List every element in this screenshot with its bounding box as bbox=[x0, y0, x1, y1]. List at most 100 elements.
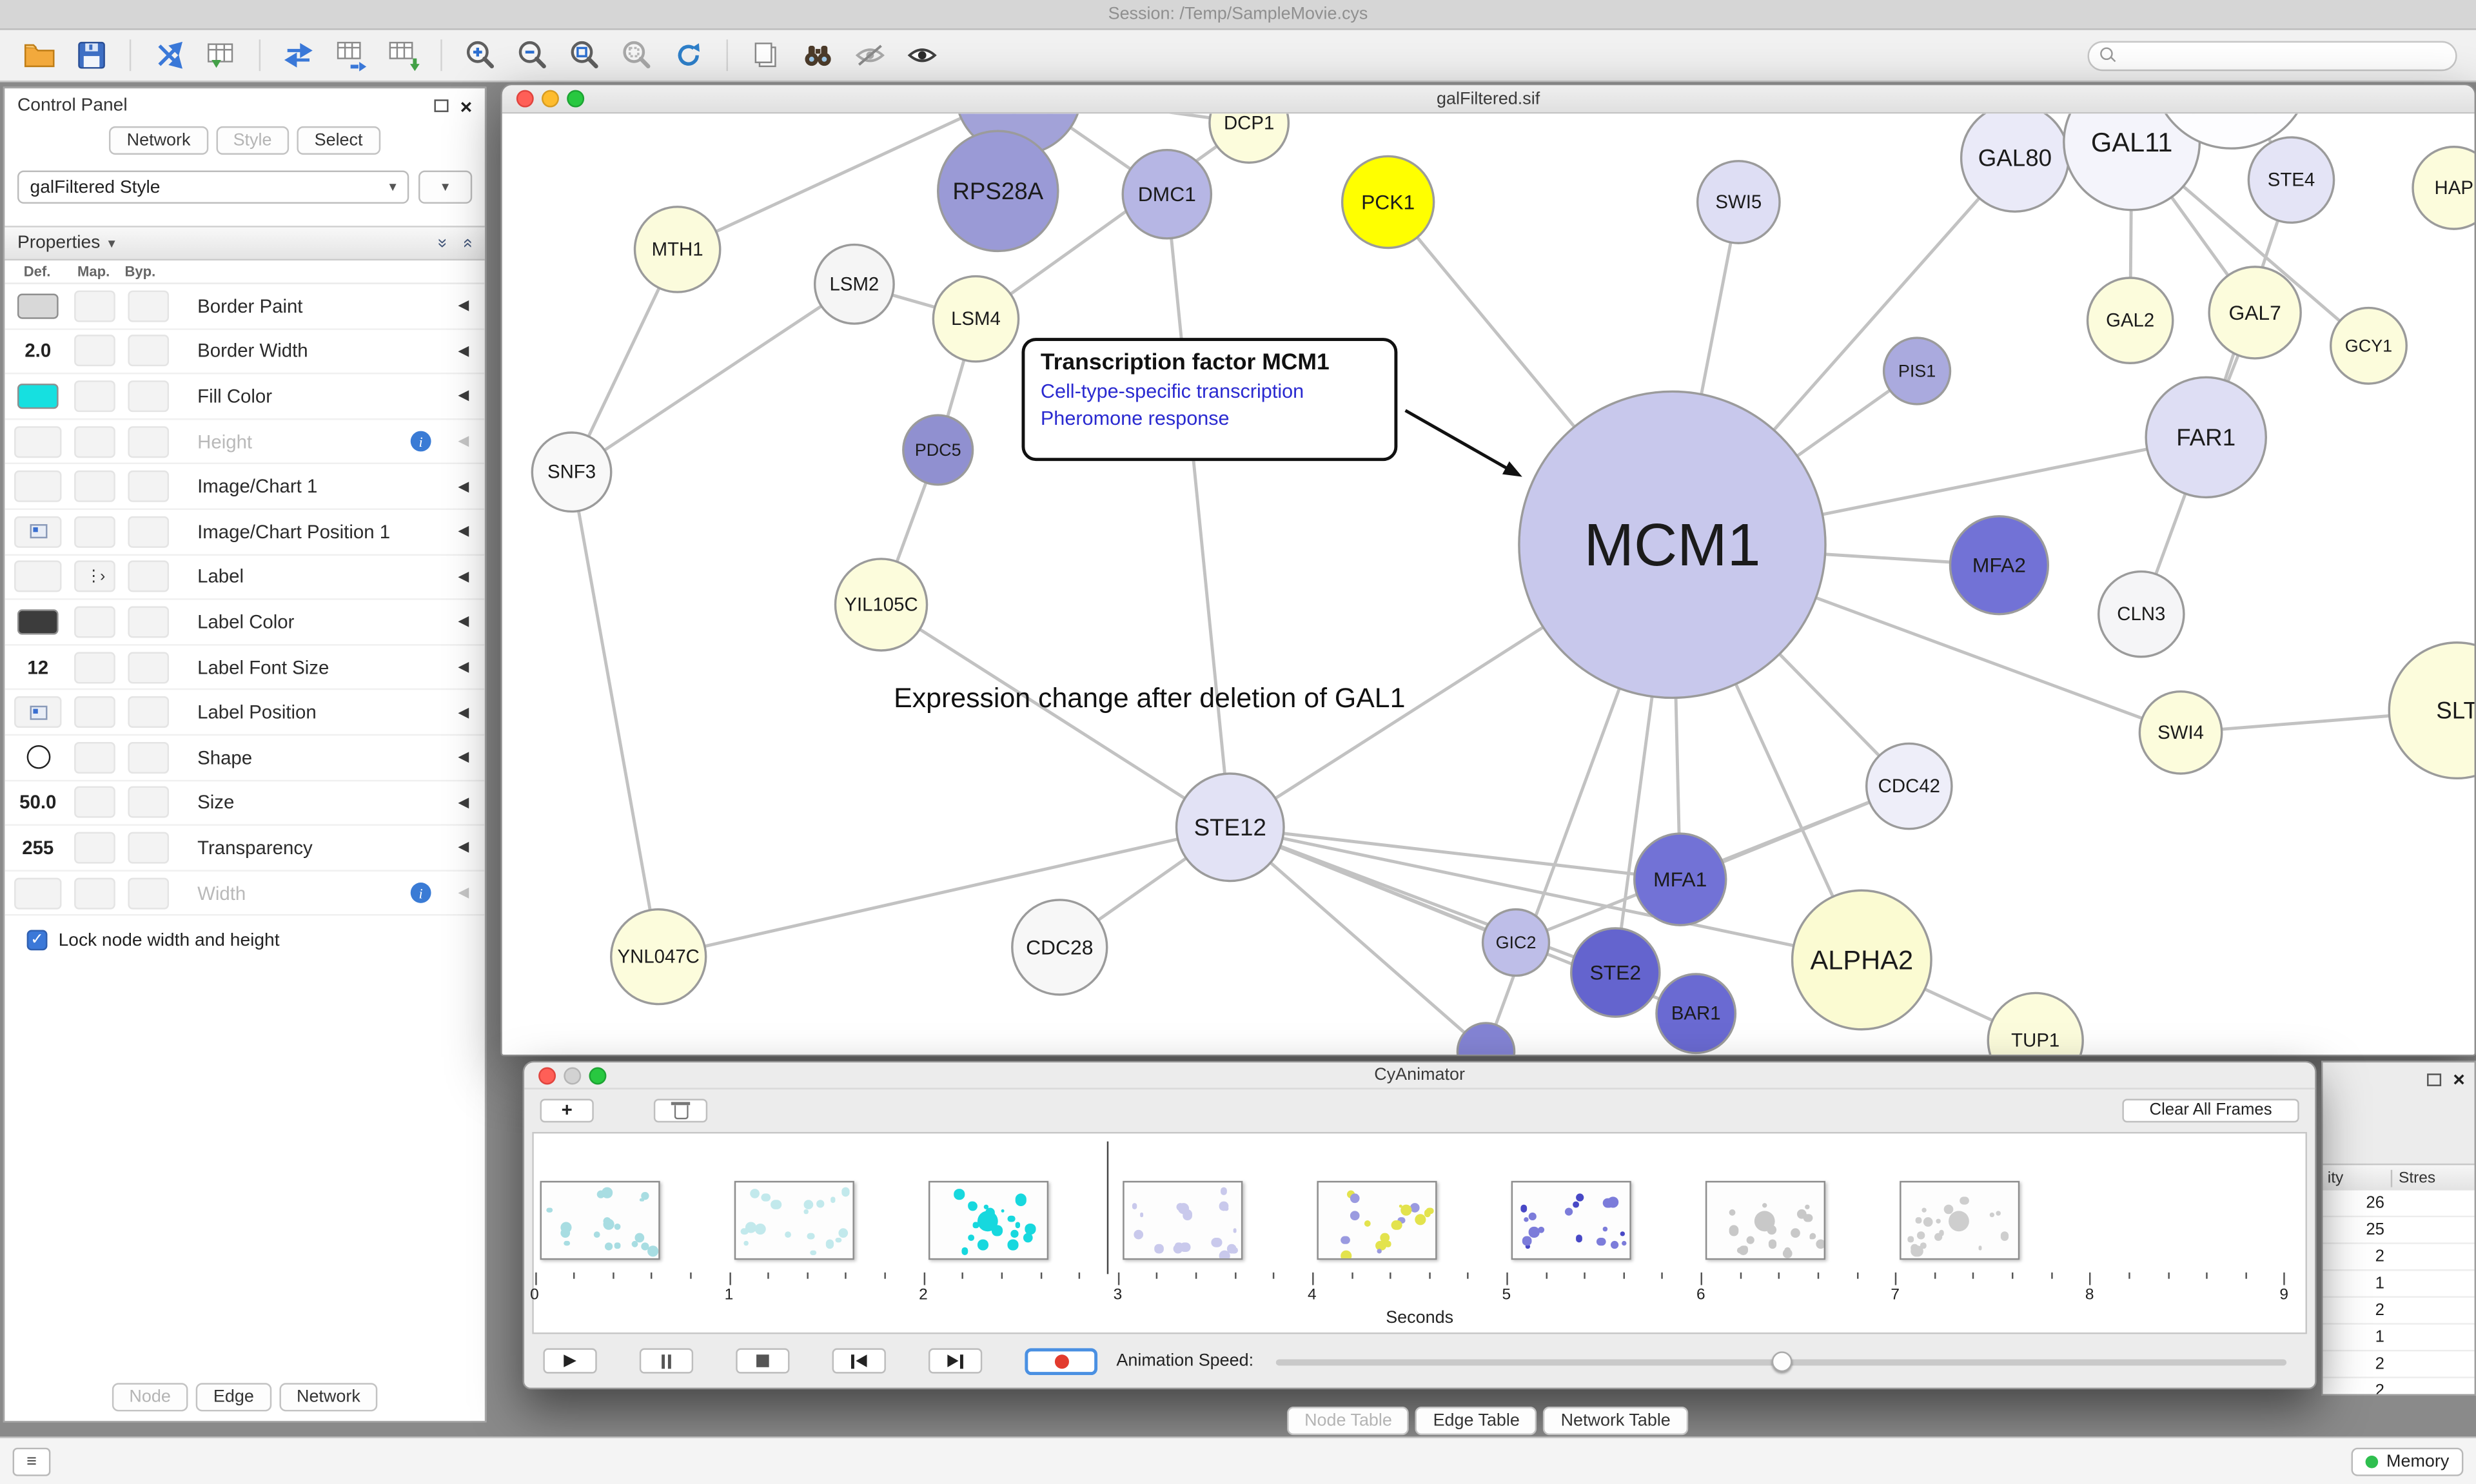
expand-all-icon[interactable]: » bbox=[458, 238, 477, 248]
frame-thumbnail-4[interactable] bbox=[1123, 1180, 1243, 1260]
network-node-pdc5[interactable] bbox=[902, 414, 974, 486]
close-panel-icon[interactable]: × bbox=[2453, 1067, 2465, 1091]
expand-row-icon[interactable]: ◀ bbox=[458, 884, 469, 900]
cyanimator-titlebar[interactable]: CyAnimator bbox=[524, 1062, 2315, 1089]
network-node-pck1[interactable] bbox=[1341, 155, 1435, 249]
frame-thumbnail-8[interactable] bbox=[1900, 1180, 2020, 1260]
zoom-out-button[interactable] bbox=[511, 35, 553, 76]
expand-row-icon[interactable]: ◀ bbox=[458, 703, 469, 719]
style-options-button[interactable]: ▾ bbox=[418, 170, 473, 204]
position-icon[interactable] bbox=[29, 524, 47, 539]
network-node-mfa2[interactable] bbox=[1949, 515, 2050, 616]
minimize-window-icon[interactable] bbox=[564, 1067, 582, 1085]
table-row[interactable]: 26 bbox=[2323, 1191, 2475, 1218]
open-session-button[interactable] bbox=[19, 35, 60, 76]
close-window-icon[interactable] bbox=[516, 90, 534, 108]
expand-row-icon[interactable]: ◀ bbox=[458, 839, 469, 855]
network-edge[interactable] bbox=[1230, 825, 1680, 881]
tab-edge-table[interactable]: Edge Table bbox=[1415, 1407, 1537, 1436]
table-row[interactable]: 1 bbox=[2323, 1271, 2475, 1298]
frame-thumbnail-5[interactable] bbox=[1317, 1180, 1437, 1260]
default-value[interactable]: 50.0 bbox=[19, 791, 57, 814]
close-panel-icon[interactable]: × bbox=[460, 93, 473, 118]
color-swatch[interactable] bbox=[17, 609, 59, 635]
property-row-border-paint[interactable]: Border Paint◀ bbox=[5, 284, 485, 329]
network-node-lsm4[interactable] bbox=[932, 275, 1020, 363]
export-table-button[interactable] bbox=[330, 35, 371, 76]
network-node-ste2[interactable] bbox=[1570, 927, 1661, 1018]
frame-thumbnail-1[interactable] bbox=[540, 1180, 660, 1260]
zoom-in-button[interactable] bbox=[460, 35, 501, 76]
network-node-cln3[interactable] bbox=[2097, 570, 2185, 658]
maximize-window-icon[interactable] bbox=[589, 1067, 607, 1085]
network-node-gcy1[interactable] bbox=[2329, 306, 2408, 385]
import-table-button[interactable] bbox=[201, 35, 242, 76]
properties-header[interactable]: Properties ▾ » » bbox=[5, 226, 485, 261]
property-row-image-chart-position-1[interactable]: Image/Chart Position 1◀ bbox=[5, 510, 485, 555]
next-frame-button[interactable] bbox=[928, 1348, 983, 1374]
expand-row-icon[interactable]: ◀ bbox=[458, 387, 469, 404]
float-panel-icon[interactable] bbox=[435, 99, 449, 112]
network-node-dcp1[interactable] bbox=[1208, 113, 1290, 164]
table-column-headers[interactable]: ity Stres bbox=[2323, 1163, 2475, 1194]
export-image-button[interactable] bbox=[745, 35, 787, 76]
ellipse-shape-icon[interactable] bbox=[26, 745, 50, 770]
tab-network[interactable]: Network bbox=[109, 126, 208, 155]
property-row-label-color[interactable]: Label Color◀ bbox=[5, 600, 485, 646]
network-node-hap[interactable] bbox=[2412, 146, 2475, 230]
status-menu-button[interactable]: ≡ bbox=[12, 1447, 51, 1476]
zoom-selected-button[interactable] bbox=[616, 35, 657, 76]
annotation-link[interactable]: Pheromone response bbox=[1040, 407, 1230, 430]
animation-speed-slider[interactable] bbox=[1275, 1348, 2295, 1373]
find-button[interactable] bbox=[798, 35, 839, 76]
network-edge[interactable] bbox=[571, 282, 856, 474]
export-network-button[interactable] bbox=[382, 35, 424, 76]
import-network-button[interactable] bbox=[148, 35, 190, 76]
tab-edge[interactable]: Edge bbox=[195, 1383, 271, 1412]
annotation-link[interactable]: Cell-type-specific transcription bbox=[1040, 380, 1304, 403]
save-session-button[interactable] bbox=[71, 35, 112, 76]
expand-row-icon[interactable]: ◀ bbox=[458, 478, 469, 494]
tab-network-table[interactable]: Network Table bbox=[1543, 1407, 1688, 1436]
position-icon[interactable] bbox=[29, 705, 47, 719]
tab-select[interactable]: Select bbox=[297, 126, 380, 155]
expand-row-icon[interactable]: ◀ bbox=[458, 613, 469, 629]
slider-thumb[interactable] bbox=[1771, 1351, 1793, 1371]
expand-row-icon[interactable]: ◀ bbox=[458, 748, 469, 765]
tab-node-table[interactable]: Node Table bbox=[1287, 1407, 1410, 1436]
network-node-bar1[interactable] bbox=[1655, 973, 1737, 1055]
network-node-swi4[interactable] bbox=[2138, 690, 2223, 775]
network-node-far1[interactable] bbox=[2145, 376, 2268, 499]
close-window-icon[interactable] bbox=[538, 1067, 556, 1085]
table-row[interactable]: 2 bbox=[2323, 1298, 2475, 1325]
network-node-mfa1[interactable] bbox=[1633, 832, 1727, 926]
memory-button[interactable]: Memory bbox=[2352, 1447, 2464, 1476]
property-row-label[interactable]: ⋮›Label◀ bbox=[5, 555, 485, 600]
previous-frame-button[interactable] bbox=[832, 1348, 886, 1374]
property-row-image-chart-1[interactable]: Image/Chart 1◀ bbox=[5, 465, 485, 510]
network-node-dmc1[interactable] bbox=[1121, 148, 1213, 240]
delete-frame-button[interactable] bbox=[653, 1098, 708, 1122]
network-edge[interactable] bbox=[1229, 826, 1488, 1053]
frame-thumbnail-6[interactable] bbox=[1511, 1180, 1631, 1260]
search-input[interactable] bbox=[2087, 40, 2457, 70]
default-value[interactable]: 12 bbox=[27, 656, 49, 678]
tab-style[interactable]: Style bbox=[215, 126, 290, 155]
frame-thumbnail-2[interactable] bbox=[734, 1180, 854, 1260]
style-dropdown[interactable]: galFiltered Style ▾ bbox=[17, 170, 409, 204]
network-node-cdc28[interactable] bbox=[1011, 899, 1108, 996]
minimize-window-icon[interactable] bbox=[542, 90, 559, 108]
playhead[interactable] bbox=[1106, 1141, 1109, 1274]
network-node-rps28a[interactable] bbox=[936, 130, 1059, 253]
network-node[interactable] bbox=[1456, 1022, 1516, 1056]
network-edge[interactable] bbox=[1165, 193, 1232, 828]
expand-row-icon[interactable]: ◀ bbox=[458, 342, 469, 358]
network-window-titlebar[interactable]: galFiltered.sif bbox=[502, 85, 2475, 114]
expand-row-icon[interactable]: ◀ bbox=[458, 794, 469, 810]
network-edge[interactable] bbox=[658, 825, 1231, 959]
